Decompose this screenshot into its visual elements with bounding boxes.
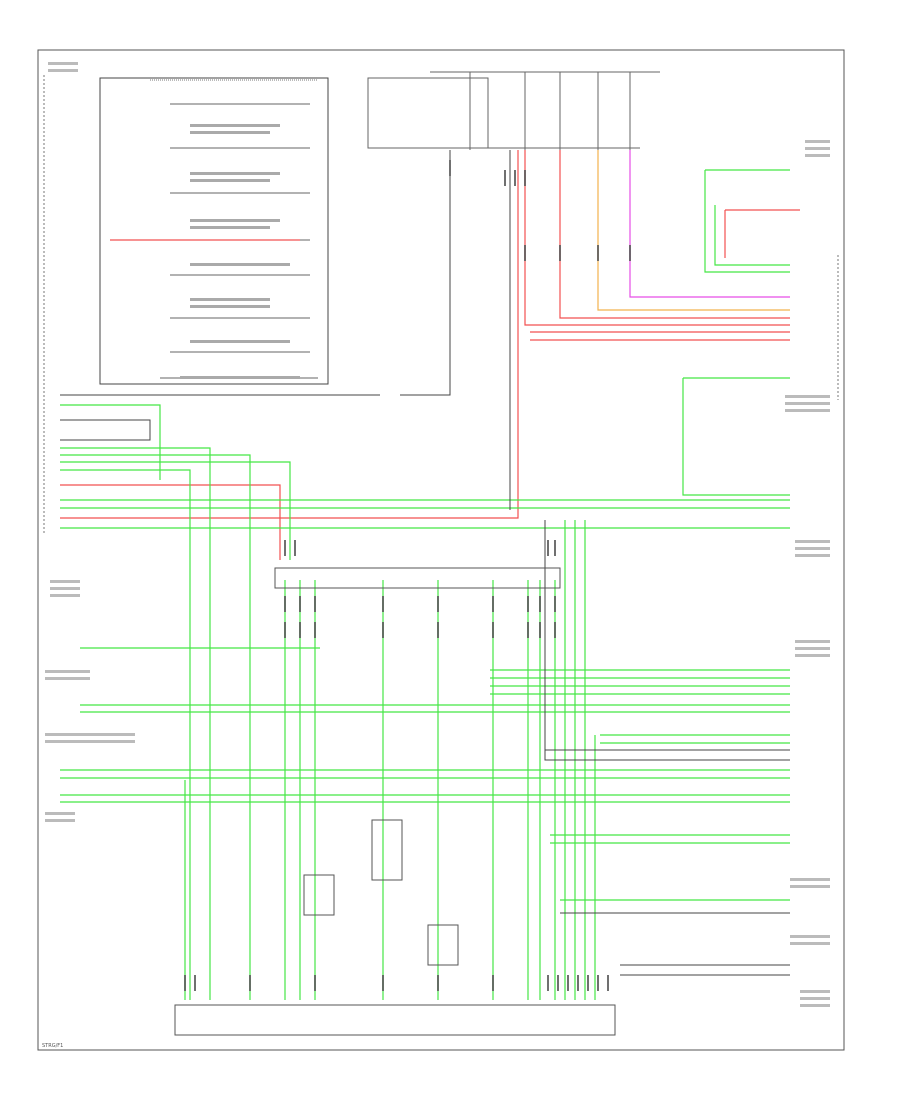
central-connector: [274, 567, 561, 589]
switch-rows: [160, 103, 318, 379]
footer-label: STRG/F1: [42, 1043, 63, 1049]
orange-wire: [597, 150, 790, 311]
switch-assembly-box: [99, 77, 329, 385]
red-wires: [60, 150, 800, 560]
diagram-frame: [37, 49, 845, 1051]
component-box-3: [427, 924, 459, 966]
left-label-placeholders: [45, 62, 135, 822]
component-box-2: [371, 819, 403, 881]
right-label-placeholders: [785, 140, 830, 1007]
magenta-wire: [629, 150, 790, 298]
top-fuse-block: [367, 71, 660, 150]
component-box-1: [303, 874, 335, 916]
bottom-connector: [174, 1004, 616, 1036]
connector-ticks: [184, 160, 631, 991]
green-wires: [60, 169, 790, 1000]
black-wires: [60, 150, 790, 976]
switch-row-text: [180, 124, 300, 379]
